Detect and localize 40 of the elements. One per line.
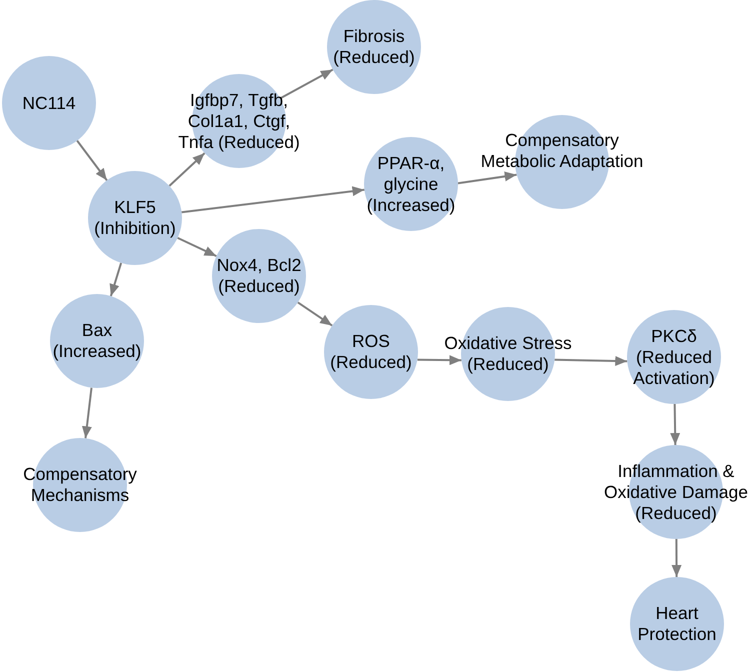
node-circle (50, 294, 144, 388)
arrow (417, 355, 462, 366)
node-circle (327, 0, 421, 94)
node-circle (630, 577, 724, 671)
node-label: Compensatory Mechanisms (22, 464, 138, 506)
arrow (76, 140, 108, 181)
node-label: Heart Protection (636, 603, 718, 645)
node-label: PKCδ (Reduced Activation) (632, 326, 716, 388)
node-circle (21, 438, 139, 532)
arrow (672, 539, 682, 577)
node-label: Fibrosis (Reduced) (332, 26, 416, 68)
node-label: KLF5 (Inhibition) (93, 197, 177, 239)
arrow (670, 404, 680, 446)
arrow (297, 302, 333, 326)
node-circle (363, 137, 459, 231)
arrow (168, 152, 206, 187)
arrow (82, 388, 92, 438)
node-circle (324, 305, 418, 399)
arrow (554, 356, 628, 366)
node-label: Inflammation & Oxidative Damage (Reduced) (603, 460, 749, 524)
node-label: PPAR-α, glycine (Increased) (366, 152, 456, 216)
node-label: NC114 (22, 92, 76, 114)
node-label: Igfbp7, Tgfb, Col1a1, Ctgf, Tnfa (Reduced) (177, 90, 301, 152)
arrow (458, 171, 517, 184)
node-circle (603, 445, 749, 539)
arrow (280, 68, 334, 100)
arrow (181, 186, 365, 214)
node-circle (442, 307, 574, 401)
node-label: Oxidative Stress (Reduced) (443, 333, 573, 375)
node-label: Bax (Increased) (52, 320, 142, 362)
node-circle (88, 171, 182, 265)
arrow (177, 237, 217, 257)
arrow (110, 262, 122, 296)
node-label: Compensatory Metabolic Adaptation (480, 130, 644, 172)
node-label: Nox4, Bcl2 (Reduced) (216, 255, 302, 297)
node-label: ROS (Reduced) (329, 331, 413, 373)
node-circle (212, 229, 306, 323)
node-circle (627, 310, 721, 404)
node-circle (2, 56, 96, 150)
node-circle (176, 74, 302, 168)
